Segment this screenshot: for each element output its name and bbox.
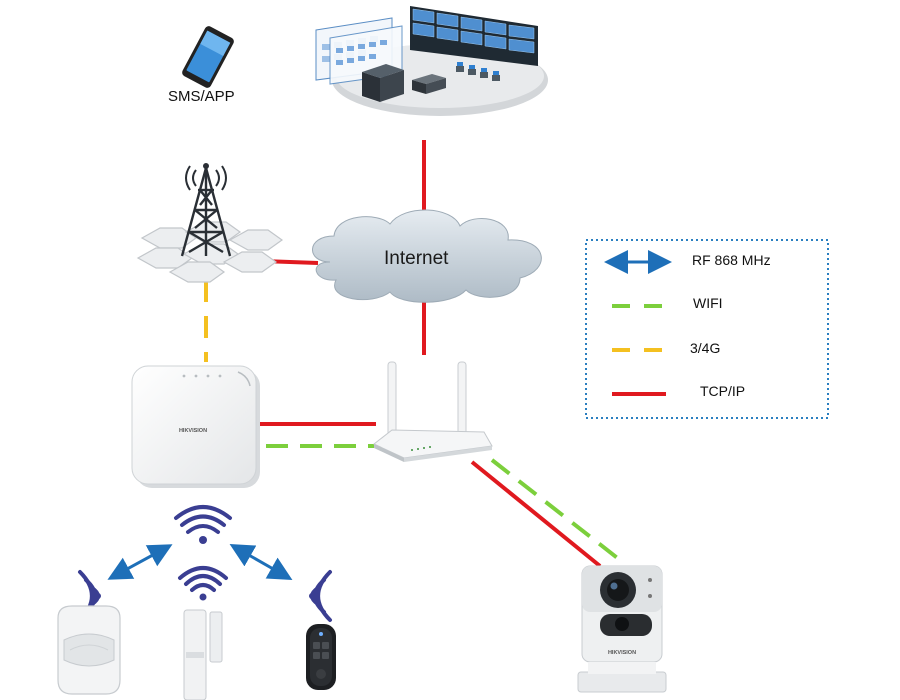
legend: [585, 239, 829, 419]
cell-tower-icon: [136, 163, 284, 283]
sms-app-label: SMS/APP: [168, 88, 235, 105]
legend-rf-label: RF 868 MHz: [692, 252, 771, 268]
legend-wifi-label: WIFI: [693, 295, 723, 311]
camera-brand: HIKVISION: [608, 650, 636, 656]
wifi-line-router-camera: [490, 458, 622, 562]
connections: [204, 140, 622, 568]
wifi-router-icon: [373, 361, 493, 462]
ip-camera-icon: [577, 565, 667, 693]
wireless-signal-icon: [178, 566, 228, 601]
door-contact-icon: [183, 609, 223, 700]
legend-border: [585, 239, 829, 419]
pir-detector-icon: [57, 605, 121, 695]
rf-arrow-right: [229, 544, 293, 580]
keyfob-icon: [306, 624, 336, 690]
legend-4g-label: 3/4G: [690, 340, 721, 356]
rf-arrow-left: [107, 544, 173, 580]
wireless-signal-icon: [309, 570, 332, 622]
cloud-icon: [312, 209, 542, 303]
panel-brand: HIKVISION: [179, 428, 207, 434]
internet-label: Internet: [384, 248, 449, 269]
monitoring-center-icon: [315, 6, 548, 116]
smartphone-icon: [182, 26, 234, 88]
wireless-signal-icon: [174, 505, 232, 544]
rf-arrows: [107, 544, 293, 580]
tcpip-line-router-camera: [470, 460, 602, 568]
alarm-panel-icon: [131, 365, 260, 488]
legend-tcp-label: TCP/IP: [700, 383, 746, 399]
